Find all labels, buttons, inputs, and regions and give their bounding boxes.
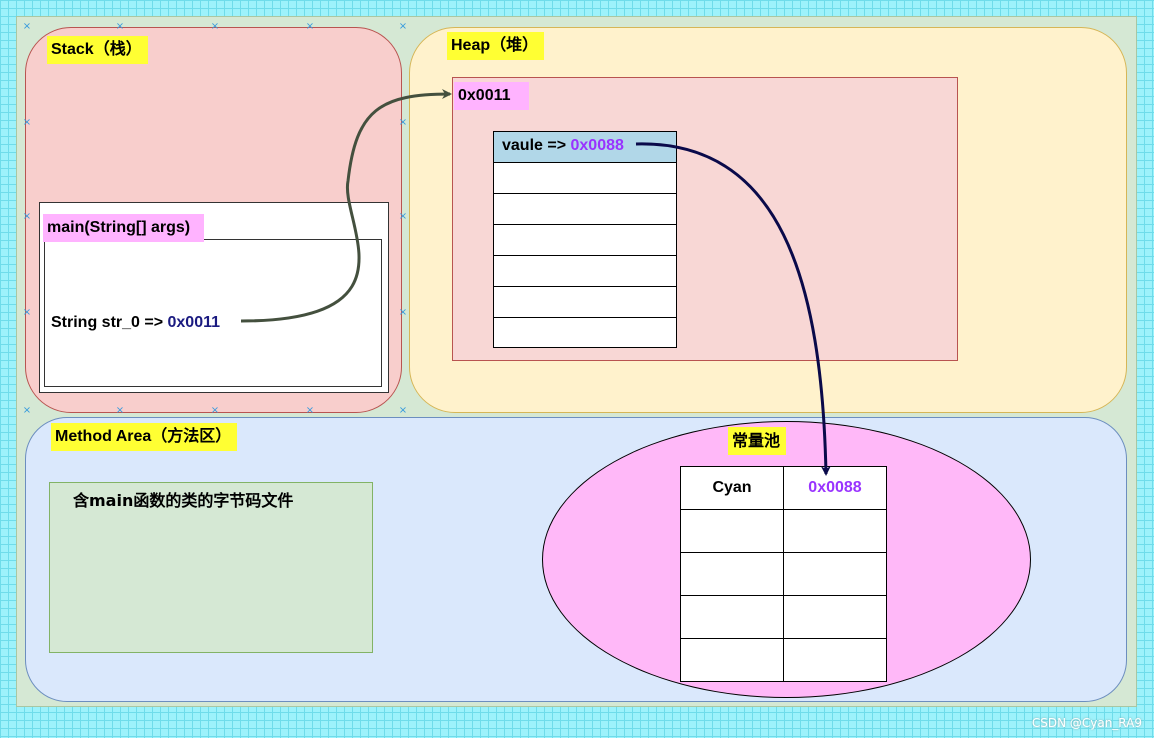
stack-title: Stack（栈）	[47, 36, 148, 64]
constant-value-cell	[680, 509, 784, 553]
constant-value-cell: Cyan	[680, 466, 784, 510]
selection-handle-icon: ×	[398, 211, 408, 222]
array-element	[494, 163, 676, 194]
selection-handle-icon: ×	[398, 117, 408, 128]
constant-pool-title: 常量池	[728, 427, 787, 455]
main-frame-title: main(String[] args)	[43, 214, 205, 242]
selection-handle-icon: ×	[115, 21, 125, 32]
selection-handle-icon: ×	[305, 405, 315, 416]
variable-declaration: String str_0 =>	[51, 314, 168, 331]
object-address: 0x0011	[454, 82, 529, 110]
constant-pool-row	[680, 638, 887, 682]
selection-handle-icon: ×	[305, 21, 315, 32]
constant-pool-row	[680, 552, 887, 596]
constant-value-cell	[680, 595, 784, 639]
constant-pool-row	[680, 595, 887, 639]
constant-pool-row	[680, 509, 887, 553]
value-array: vaule => 0x0088	[493, 131, 677, 348]
constant-address-cell	[783, 552, 887, 596]
selection-handle-icon: ×	[398, 405, 408, 416]
array-field-name: vaule =>	[502, 137, 571, 154]
bytecode-label: 含main函数的类的字节码文件	[73, 491, 294, 510]
constant-value-cell	[680, 552, 784, 596]
array-element	[494, 256, 676, 287]
local-variable: String str_0 => 0x0011	[51, 312, 220, 334]
watermark: CSDN @Cyan_RA9	[1031, 716, 1142, 730]
method-area-title: Method Area（方法区）	[51, 423, 238, 451]
array-element	[494, 318, 676, 349]
variable-address: 0x0011	[167, 314, 221, 331]
constant-address-cell	[783, 638, 887, 682]
array-field-address: 0x0088	[570, 137, 624, 154]
selection-handle-icon: ×	[22, 117, 32, 128]
selection-handle-icon: ×	[22, 21, 32, 32]
selection-handle-icon: ×	[398, 21, 408, 32]
constant-address-cell: 0x0088	[783, 466, 887, 510]
heap-title: Heap（堆）	[447, 32, 545, 60]
selection-handle-icon: ×	[22, 211, 32, 222]
selection-handle-icon: ×	[115, 405, 125, 416]
constant-address-cell	[783, 509, 887, 553]
array-element	[494, 287, 676, 318]
constant-address-cell	[783, 595, 887, 639]
array-element	[494, 194, 676, 225]
bytecode-box	[49, 482, 373, 653]
selection-handle-icon: ×	[210, 21, 220, 32]
selection-handle-icon: ×	[210, 405, 220, 416]
selection-handle-icon: ×	[22, 307, 32, 318]
array-element	[494, 225, 676, 256]
selection-handle-icon: ×	[22, 405, 32, 416]
value-array-header: vaule => 0x0088	[494, 132, 676, 163]
selection-handle-icon: ×	[398, 307, 408, 318]
constant-value-cell	[680, 638, 784, 682]
